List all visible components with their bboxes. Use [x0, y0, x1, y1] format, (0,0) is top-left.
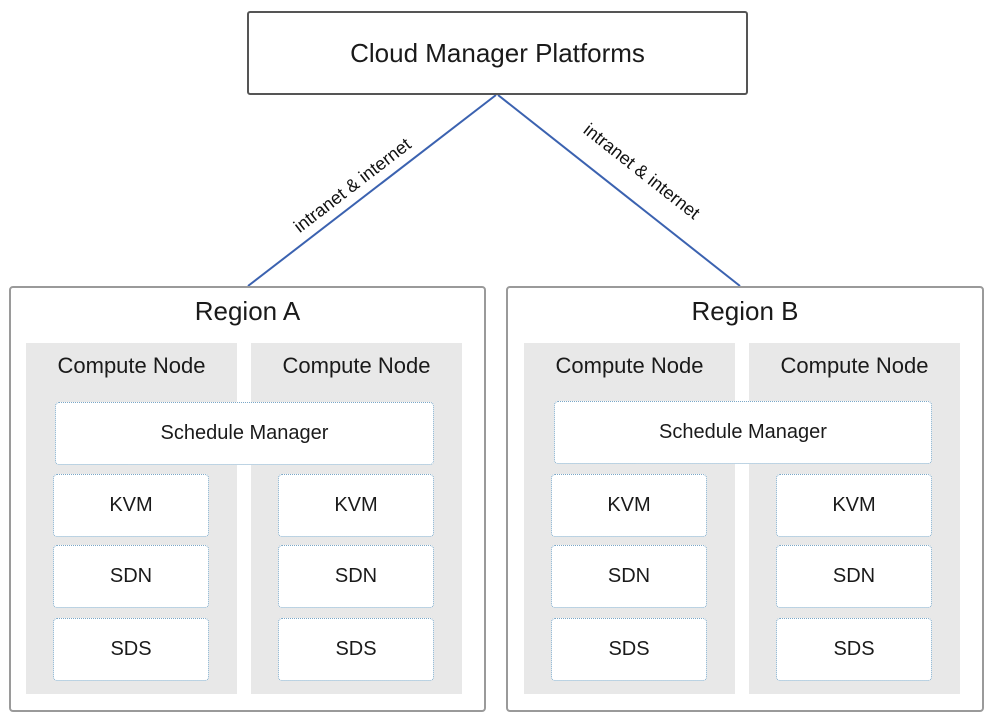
region-b-title: Region B: [691, 296, 799, 326]
region-b-node-1-sdn: SDN: [551, 545, 707, 608]
region-b-node-2-sdn: SDN: [776, 545, 932, 608]
compute-node-title: Compute Node: [282, 353, 431, 378]
region-b-node-1-kvm: KVM: [551, 474, 707, 537]
link-label-left: intranet & internet: [290, 134, 415, 237]
cloud-manager-platforms-label: Cloud Manager Platforms: [350, 37, 645, 68]
cloud-manager-platforms-box: Cloud Manager Platforms: [247, 11, 748, 95]
sdn-label: SDN: [109, 565, 153, 587]
schedule-manager-label: Schedule Manager: [160, 422, 329, 444]
region-a-title: Region A: [194, 296, 301, 326]
compute-node-title: Compute Node: [57, 353, 206, 378]
kvm-label: KVM: [832, 494, 876, 516]
compute-node-title: Compute Node: [555, 353, 704, 378]
kvm-label: KVM: [109, 494, 153, 516]
link-line-region-a: [247, 94, 497, 287]
region-b-node-1-sds: SDS: [551, 618, 707, 681]
sdn-label: SDN: [334, 565, 378, 587]
region-a-node-2-sds: SDS: [278, 618, 434, 681]
sds-label: SDS: [110, 638, 152, 660]
kvm-label: KVM: [334, 494, 378, 516]
region-b-node-2-kvm: KVM: [776, 474, 932, 537]
sds-label: SDS: [335, 638, 377, 660]
compute-node-title: Compute Node: [780, 353, 929, 378]
region-b-schedule-manager: Schedule Manager: [554, 401, 932, 464]
sds-label: SDS: [608, 638, 650, 660]
region-a-node-1-sdn: SDN: [53, 545, 209, 608]
schedule-manager-label: Schedule Manager: [659, 421, 827, 443]
region-b-node-2-sds: SDS: [776, 618, 932, 681]
sdn-label: SDN: [832, 565, 876, 587]
region-a-node-1-kvm: KVM: [53, 474, 209, 537]
link-line-region-b: [497, 94, 741, 287]
sds-label: SDS: [833, 638, 875, 660]
region-a-node-1-sds: SDS: [53, 618, 209, 681]
region-a-node-2-sdn: SDN: [278, 545, 434, 608]
region-a-schedule-manager: Schedule Manager: [55, 402, 434, 465]
kvm-label: KVM: [607, 494, 651, 516]
sdn-label: SDN: [607, 565, 651, 587]
region-a-node-2-kvm: KVM: [278, 474, 434, 537]
